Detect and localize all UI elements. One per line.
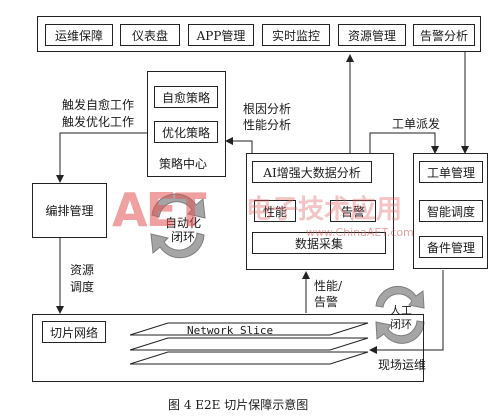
app-app-management: APP管理 [188,24,254,46]
smart-scheduling: 智能调度 [419,200,483,222]
app-alarm-analysis: 告警分析 [413,24,475,46]
resource-scheduling-label: 资源 调度 [70,263,95,294]
ai-data-collection: 数据采集 [252,232,386,254]
arrow-strategy-to-orchestration [56,132,147,183]
auto-loop-label: 自动化 闭环 [165,216,202,244]
arrow-work-order-to-slice [369,270,444,354]
work-order-management: 工单管理 [419,161,483,183]
watermark-text: 电子技术应用 [246,195,403,225]
figure-caption: 图 4 E2E 切片保障示意图 [168,398,309,412]
network-slice-label: Network Slice [187,324,274,337]
perf-alarm-label: 性能/ 告警 [314,279,343,309]
strategy-optimization: 优化策略 [154,121,218,143]
auto-loop-cycle-icon [150,193,206,259]
work-order-dispatch-label: 工单派发 [392,117,441,131]
ai-analysis-title: AI增强大数据分析 [252,161,372,183]
arrow-ai-to-work-order [369,132,439,154]
root-cause-label: 根因分析 [243,102,292,116]
slice-network-label: 切片网络 [42,321,106,343]
trigger-optimization-label: 触发优化工作 [62,115,135,129]
strategy-self-healing: 自愈策略 [154,86,218,108]
orchestration-management: 编排管理 [32,183,107,238]
spare-parts-management: 备件管理 [419,236,483,258]
performance-analysis-label: 性能分析 [243,118,292,132]
slice-layer-2 [129,337,369,351]
arrow-ai-to-strategy [225,137,253,153]
field-ops-label: 现场运维 [378,358,427,372]
trigger-self-healing-label: 触发自愈工作 [62,98,135,112]
strategy-center-label: 策略中心 [159,157,208,171]
app-resource-management: 资源管理 [338,24,406,46]
app-dashboard: 仪表盘 [120,24,180,46]
slice-layer-1 [129,322,369,336]
manual-loop-label: 人工 闭环 [390,304,412,331]
slice-network-panel [32,314,424,382]
ai-performance: 性能 [254,200,296,222]
app-realtime-monitoring: 实时监控 [262,24,330,46]
ai-alarm: 告警 [330,200,376,222]
manual-loop-cycle-icon [375,286,425,344]
watermark-url: www.ChinaAET.com [306,226,414,239]
slice-layer-3 [129,351,369,365]
watermark-logo: AET [112,183,206,237]
app-ops-assurance: 运维保障 [45,24,113,46]
